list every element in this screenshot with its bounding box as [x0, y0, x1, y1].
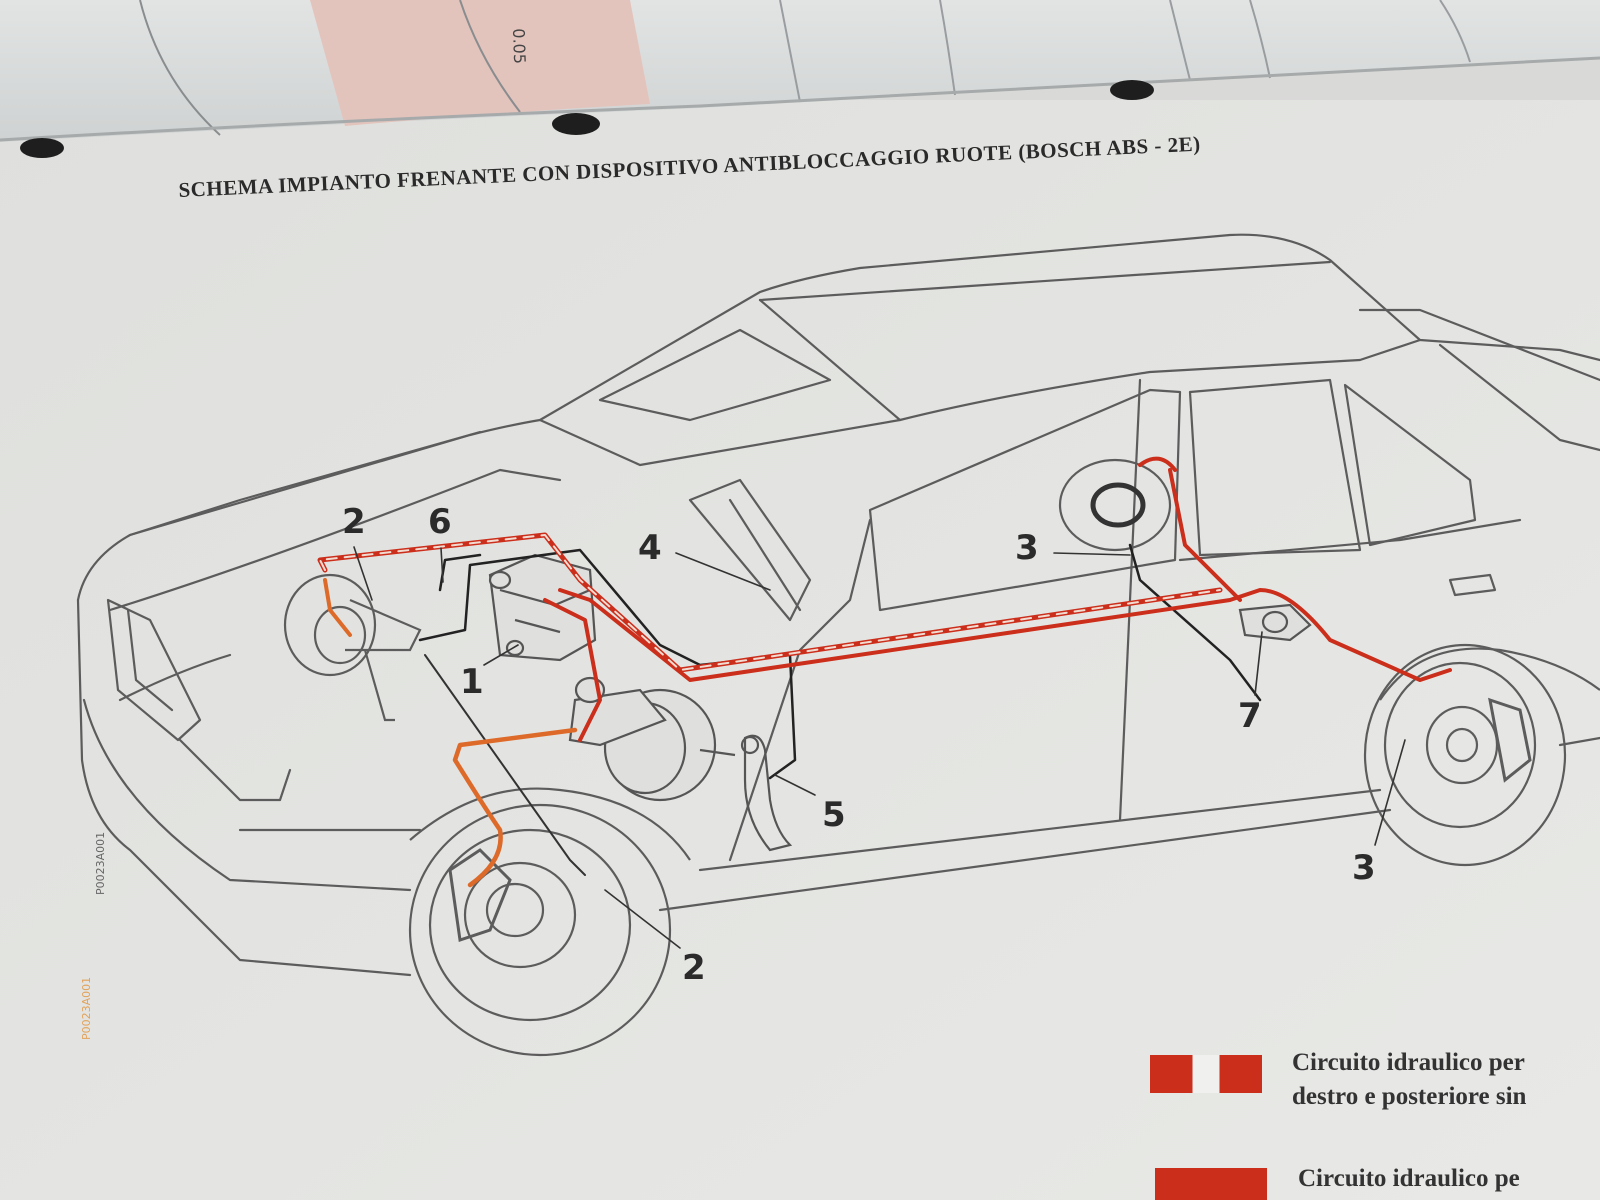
callout-number: 3	[1352, 848, 1376, 888]
car-outline	[76, 233, 1600, 977]
callout-number: 5	[822, 795, 846, 835]
callout-number: 3	[1015, 528, 1039, 568]
legend-swatch-solid	[1155, 1168, 1267, 1200]
legend-swatch-striped	[1150, 1055, 1262, 1093]
binder-hole	[1110, 80, 1154, 100]
top-page-text: 0.05	[509, 28, 530, 65]
front-right-brake	[283, 573, 422, 722]
callout-number: 2	[342, 502, 366, 542]
callout-number: 2	[682, 948, 706, 988]
legend-label-solid: Circuito idraulico pe	[1298, 1165, 1520, 1192]
drawing-code-secondary: P0023A001	[80, 976, 93, 1040]
binder-hole	[20, 138, 64, 158]
legend-label-striped: Circuito idraulico per destro e posterio…	[1292, 1049, 1527, 1110]
brake-booster	[568, 676, 736, 802]
callout-number: 6	[428, 502, 452, 542]
front-left-wheel	[408, 787, 691, 1057]
brake-lines	[317, 456, 1452, 949]
abs-hydraulic-unit	[488, 553, 597, 662]
callout-number: 4	[638, 528, 662, 568]
upper-page	[0, 0, 1600, 158]
callout-number: 7	[1238, 696, 1262, 736]
binder-hole	[552, 113, 600, 135]
rear-brake-regulator	[1238, 603, 1312, 642]
rear-left-brake	[1058, 458, 1172, 552]
drawing-code: P0023A001	[94, 831, 107, 895]
brake-pedal	[740, 734, 793, 852]
callout-number: 1	[460, 662, 484, 702]
